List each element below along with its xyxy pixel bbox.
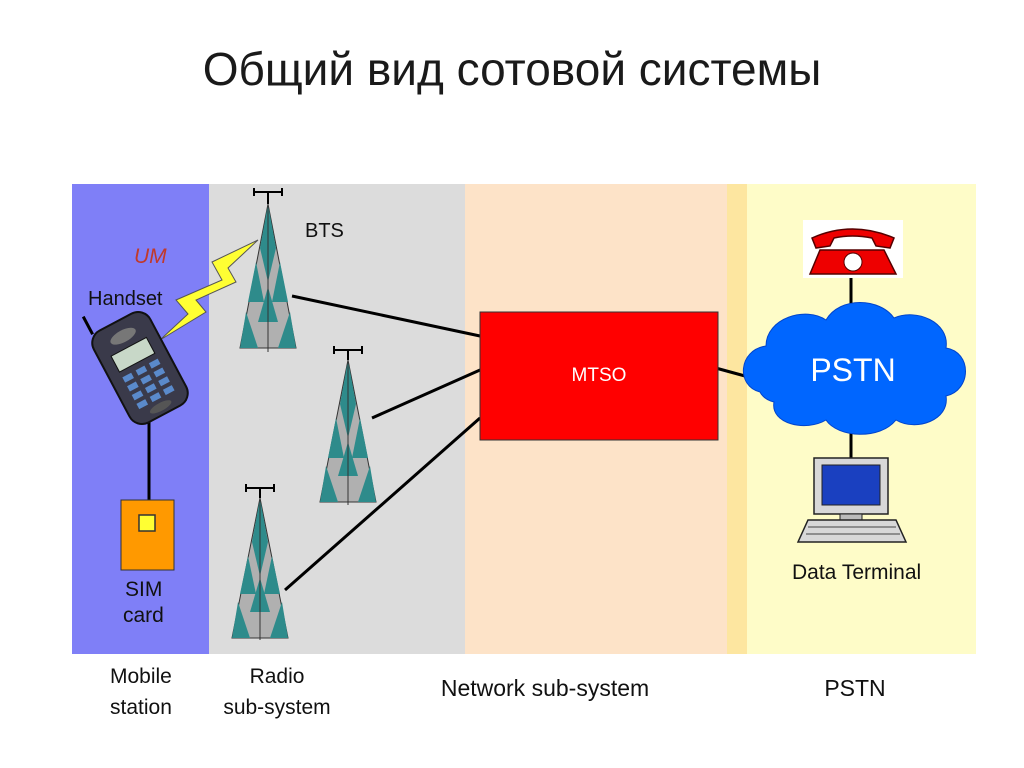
- mobile-station-label-line2: station: [110, 696, 172, 719]
- mobile-handset-icon: [81, 310, 189, 426]
- computer-terminal-icon: [796, 457, 908, 543]
- data-terminal-label: Data Terminal: [792, 561, 922, 584]
- mtso-box: [479, 311, 719, 441]
- bts-tower-icon: [231, 484, 289, 640]
- um-label: UM: [134, 245, 167, 268]
- mtso-label: MTSO: [571, 365, 627, 386]
- radio-subsystem-label-line2: sub-system: [223, 696, 331, 719]
- page-title: Общий вид сотовой системы: [202, 43, 822, 95]
- network-subsystem-label: Network sub-system: [440, 675, 650, 701]
- sim-label-line2: card: [123, 604, 164, 627]
- radio-subsystem-label-line1: Radio: [249, 665, 305, 688]
- bts-tower-icon: [319, 346, 377, 505]
- bts-tower-icon: [239, 188, 297, 352]
- bts-label: BTS: [305, 220, 344, 242]
- pstn-cloud-icon: [743, 302, 966, 435]
- mobile-station-label-line1: Mobile: [110, 665, 172, 688]
- network-zone-edge: [727, 184, 747, 654]
- telephone-icon: [803, 220, 903, 278]
- sim-card-icon: [120, 499, 175, 571]
- pstn-cloud-label: PSTN: [810, 352, 896, 388]
- handset-label: Handset: [88, 288, 163, 310]
- sim-label-line1: SIM: [125, 578, 163, 601]
- pstn-zone-label: PSTN: [824, 675, 886, 701]
